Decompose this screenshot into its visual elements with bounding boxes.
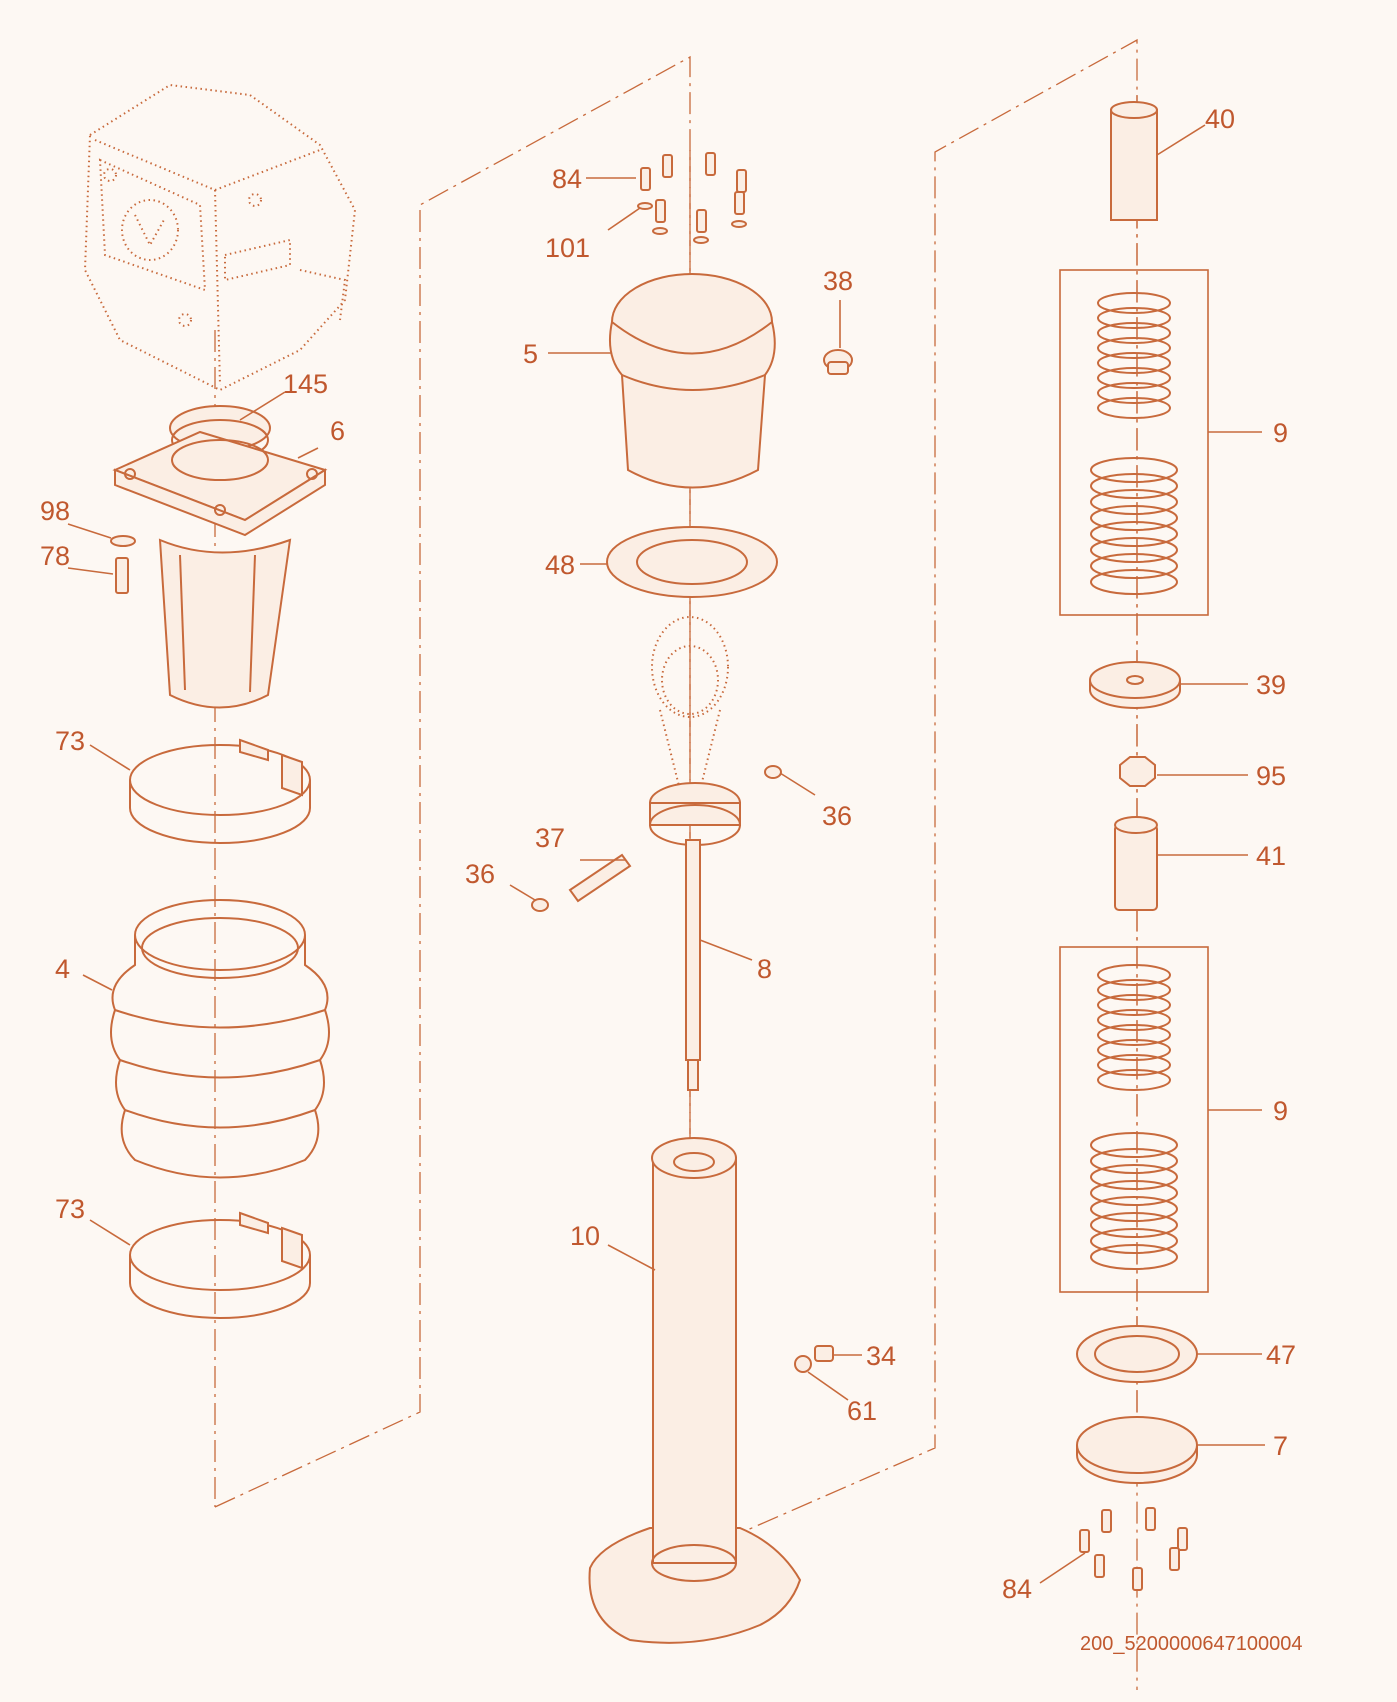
leader-lines [67, 124, 1265, 1584]
part-73-clamp-bottom [129, 1211, 311, 1319]
part-98-washer [110, 535, 136, 547]
callout-10: 10 [570, 1221, 600, 1251]
callout-4: 4 [55, 954, 70, 984]
callout-145: 145 [283, 369, 328, 399]
callout-95: 95 [1256, 761, 1286, 791]
callout-73-bottom: 73 [55, 1194, 85, 1224]
part-7-base-plate [1076, 1416, 1198, 1484]
callout-7: 7 [1273, 1431, 1288, 1461]
part-36-circlip-right [764, 765, 782, 779]
callout-5: 5 [523, 339, 538, 369]
part-8-piston-rod [649, 616, 741, 1091]
part-78-screw [115, 557, 129, 594]
part-38-plug [823, 349, 853, 375]
callout-6: 6 [330, 416, 345, 446]
part-101-washers [637, 202, 747, 244]
part-6-flange-housing [112, 430, 328, 709]
part-84-screws-top [640, 152, 747, 233]
callout-61: 61 [847, 1396, 877, 1426]
callout-36-left: 36 [465, 859, 495, 889]
callout-9-bottom: 9 [1273, 1096, 1288, 1126]
callout-73-top: 73 [55, 726, 85, 756]
part-39-spring-plate [1089, 661, 1181, 709]
part-40-sleeve [1110, 101, 1158, 221]
callout-101: 101 [545, 233, 590, 263]
part-84-screws-bottom [1079, 1507, 1188, 1591]
document-id: 200_5200000647100004 [1080, 1633, 1302, 1655]
part-9-spring-set-bottom [1059, 946, 1209, 1293]
callout-84-top: 84 [552, 164, 582, 194]
part-9-spring-set-top [1059, 269, 1209, 616]
callout-39: 39 [1256, 670, 1286, 700]
part-37-pin [568, 853, 632, 903]
callout-78: 78 [40, 541, 70, 571]
callout-47: 47 [1266, 1340, 1296, 1370]
engine-head [83, 83, 357, 392]
part-5-cylinder-cup [609, 273, 776, 489]
part-47-gasket [1076, 1325, 1198, 1383]
callout-labels: 40 84 101 38 145 6 5 9 98 78 48 39 73 95… [40, 104, 1302, 1655]
callout-84-bottom: 84 [1002, 1574, 1032, 1604]
callout-36-right: 36 [822, 801, 852, 831]
callout-41: 41 [1256, 841, 1286, 871]
part-10-guide-tube [588, 1137, 802, 1644]
part-61-seal [794, 1355, 812, 1373]
part-4-bellows [110, 899, 330, 1179]
callout-48: 48 [545, 550, 575, 580]
callout-34: 34 [866, 1341, 896, 1371]
callout-9-top: 9 [1273, 418, 1288, 448]
callout-8: 8 [757, 954, 772, 984]
callout-40: 40 [1205, 104, 1235, 134]
part-41-bushing [1114, 816, 1158, 911]
part-73-clamp-top [129, 738, 311, 844]
part-34-plug [814, 1345, 834, 1362]
part-48-gasket [606, 526, 778, 598]
callout-98: 98 [40, 496, 70, 526]
callout-38: 38 [823, 266, 853, 296]
part-95-nut [1119, 756, 1156, 787]
part-36-circlip-left [531, 898, 549, 912]
callout-37: 37 [535, 823, 565, 853]
